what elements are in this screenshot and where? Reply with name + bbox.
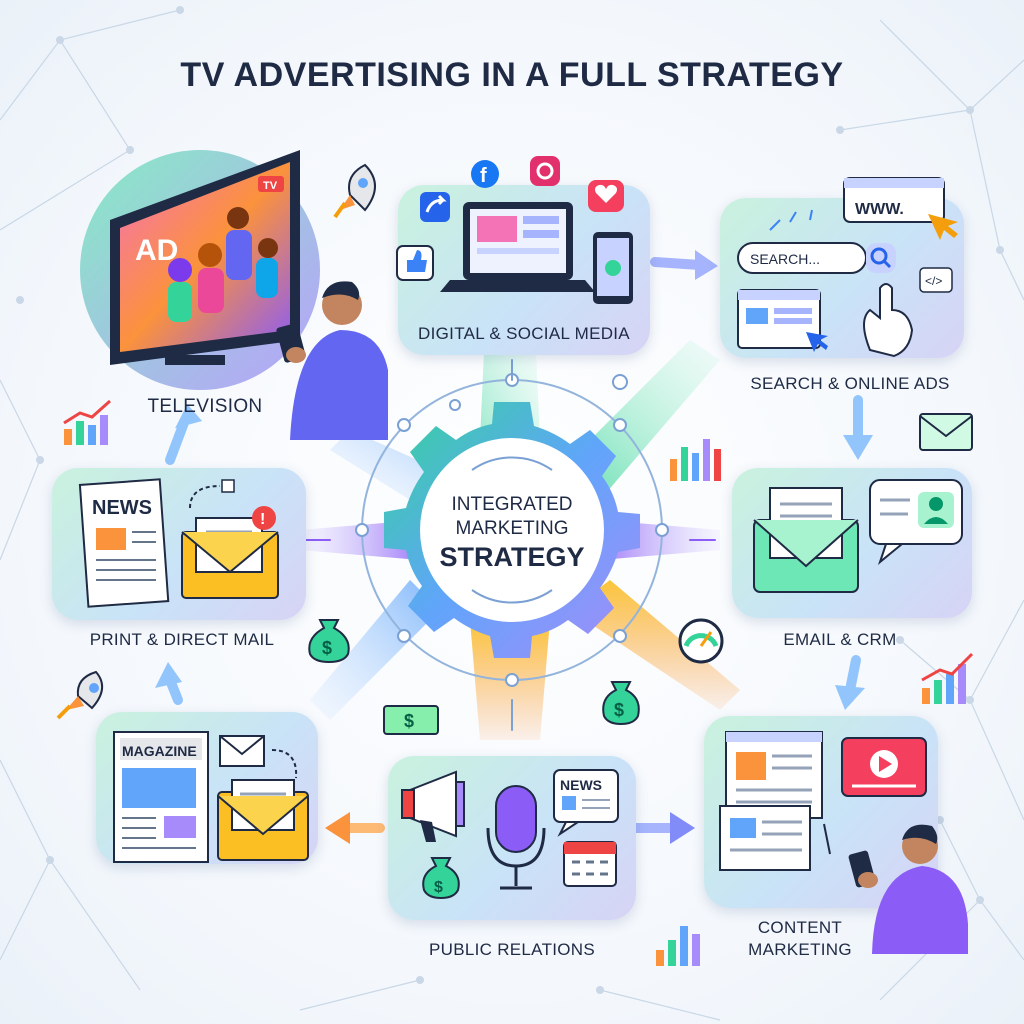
facebook-glyph: f (480, 165, 487, 187)
gauge-icon (678, 618, 724, 664)
calendar-icon (563, 841, 617, 887)
magazine-title: MAGAZINE (122, 743, 197, 759)
television-illustration: AD TV (80, 150, 388, 440)
newspaper-icon: NEWS (78, 478, 170, 608)
bar-chart-icon (63, 399, 111, 445)
envelope-icon-3 (217, 779, 309, 861)
cursor-icon (928, 214, 958, 240)
search-online-illustration: WWW. SEARCH... </> (737, 177, 958, 358)
microphone-icon (486, 785, 546, 890)
tv-badge-text: TV (263, 180, 278, 192)
tv-ad-text: AD (135, 234, 178, 267)
code-text: </> (925, 274, 942, 288)
alert-glyph: ! (260, 511, 265, 528)
svg-text:$: $ (434, 879, 443, 896)
hand-click-icon (863, 283, 914, 358)
news-bubble-icon: NEWS (553, 769, 619, 837)
content-marketing-illustration (719, 731, 968, 954)
webpage-icon-2 (719, 805, 811, 871)
instagram-icon (530, 156, 560, 186)
megaphone-icon (401, 770, 465, 842)
money-bag-icon-3: $ (602, 681, 640, 726)
public-relations-label: PUBLIC RELATIONS (428, 940, 596, 959)
center-label-line2: MARKETING (455, 518, 569, 539)
rocket-icon (333, 163, 376, 219)
facebook-icon (471, 160, 499, 188)
magazine-icon: MAGAZINE (113, 731, 209, 863)
rocket-icon-2 (56, 670, 103, 720)
email-crm-label: EMAIL & CRM (783, 630, 897, 649)
email-crm-illustration (753, 479, 963, 593)
webpage-icon (725, 731, 823, 819)
television-label: TELEVISION (147, 396, 263, 417)
video-play-icon (841, 737, 927, 797)
person-icon-2 (848, 824, 968, 954)
cash-icon: $ (383, 705, 439, 735)
www-text: WWW. (855, 201, 904, 218)
svg-text:$: $ (614, 700, 624, 720)
search-online-label: SEARCH & ONLINE ADS (750, 374, 950, 393)
digital-social-label: DIGITAL & SOCIAL MEDIA (418, 324, 630, 343)
magazine-illustration: MAGAZINE (113, 731, 309, 863)
center-label-line3: STRATEGY (439, 542, 585, 572)
alert-icon (252, 506, 276, 530)
digital-social-illustration: f (396, 156, 633, 304)
svg-text:$: $ (404, 711, 414, 731)
mail-icon (919, 413, 973, 451)
print-mail-label: PRINT & DIRECT MAIL (89, 630, 275, 649)
person-icon (276, 281, 388, 440)
money-bag-icon: $ (308, 619, 350, 664)
print-mail-illustration: NEWS ! (78, 478, 279, 608)
page-title: TV ADVERTISING IN A FULL STRATEGY (180, 56, 844, 94)
code-icon (919, 267, 953, 293)
content-marketing-label-2: MARKETING (748, 940, 852, 959)
center-label-line1: INTEGRATED (451, 494, 573, 515)
tv-icon (110, 150, 300, 365)
bar-chart-icon-2 (670, 439, 721, 481)
newspaper-title: NEWS (92, 497, 152, 519)
search-bar-text: SEARCH... (750, 251, 820, 267)
money-bag-icon-2: $ (422, 857, 460, 900)
news-bubble-title: NEWS (560, 777, 602, 793)
public-relations-illustration: NEWS $ (401, 769, 619, 900)
envelope-icon (753, 487, 859, 593)
search-icon (870, 247, 888, 265)
content-marketing-label-1: CONTENT (757, 918, 843, 937)
envelope-icon-2 (181, 517, 279, 599)
bar-chart-icon-3 (921, 652, 974, 704)
gear-icon (384, 402, 640, 658)
bar-chart-icon-4 (656, 926, 700, 966)
svg-text:$: $ (322, 638, 332, 658)
share-icon (420, 192, 450, 222)
chat-contact-icon (869, 479, 963, 565)
